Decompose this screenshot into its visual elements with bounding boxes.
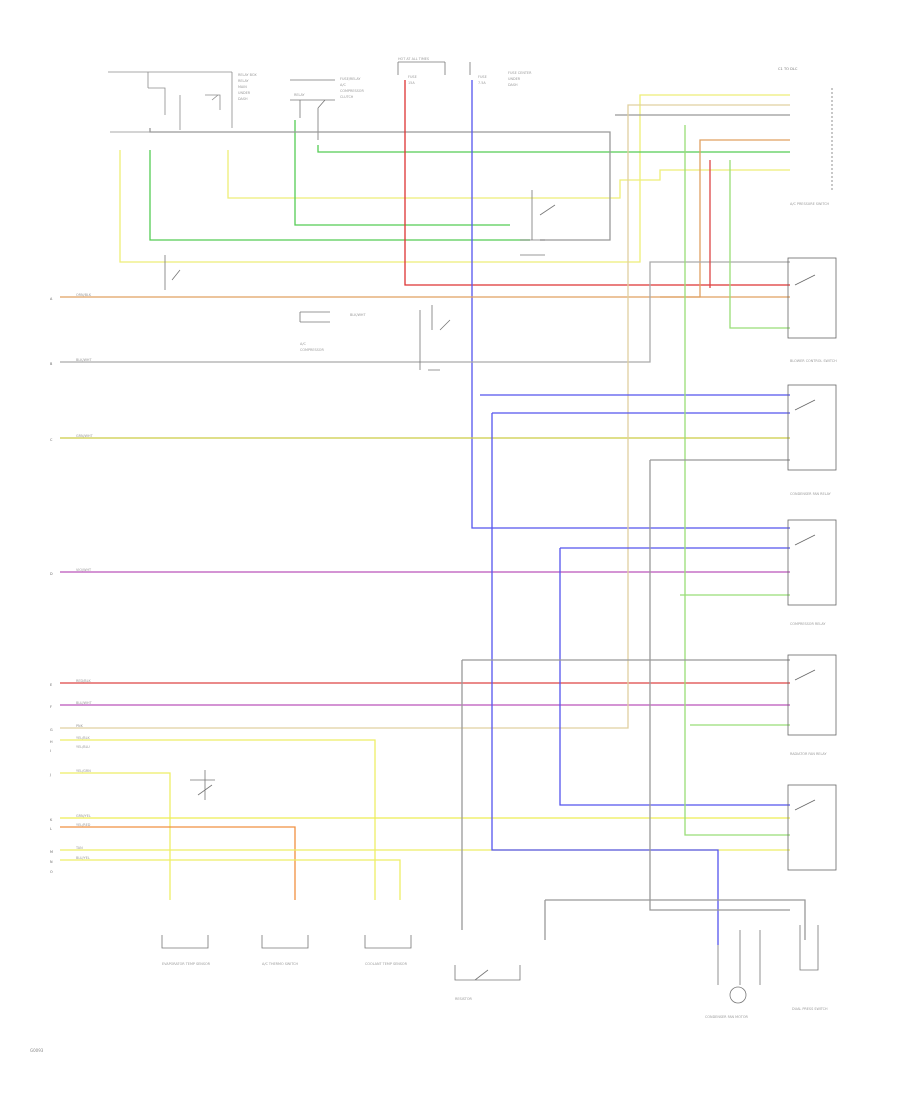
svg-text:COMPRESSOR: COMPRESSOR [300,348,324,352]
bottom-label-1: EVAPORATOR TEMP SENSOR [162,962,211,966]
bottom-label-3: COOLANT TEMP SENSOR [365,962,408,966]
switch-box-3 [787,519,837,606]
blue-wire-loop-2 [559,548,790,806]
svg-text:15A: 15A [408,81,415,85]
left-pins: A B C D E F G H I J K L M N O ORN/BLK BLK/WHT GRN/WHT VIO/… [49,293,94,874]
hot-at-all-times-label: HOT AT ALL TIMES [398,57,429,61]
svg-text:COMPRESSOR: COMPRESSOR [340,89,364,93]
svg-text:FUSE: FUSE [478,75,487,79]
yellow-wire-M [60,859,401,900]
red-wire-fuse [404,80,790,286]
bottom-label-4: RESISTOR [455,997,473,1001]
relay-block-label: RELAY BOX [238,73,257,77]
green-wire-1 [149,150,530,241]
left-pin-l: L [50,827,52,831]
blue-wire-loop [491,413,719,945]
left-pin-k: K [50,818,53,822]
left-pin-m: M [50,850,53,854]
bottom-labels: EVAPORATOR TEMP SENSOR A/C THERMO SWITCH… [162,962,828,1019]
svg-text:CLUTCH: CLUTCH [340,95,354,99]
footer-code: G0093 [30,1048,44,1053]
left-pin-h: H [50,740,53,744]
wire-label-left: PNK [76,724,84,728]
svg-text:A/C: A/C [300,342,306,346]
gray-wire-B [60,261,790,363]
svg-text:UNDER: UNDER [238,91,251,95]
bottom-label-2: A/C THERMO SWITCH [262,962,298,966]
mid-components [164,190,556,800]
wire-label-left: GRN/WHT [76,434,94,438]
gray-wire-1 [149,128,611,241]
svg-text:RELAY: RELAY [238,79,250,83]
svg-text:A/C: A/C [340,83,346,87]
blue-wire-fuse [471,80,790,529]
left-pin-a: A [50,297,53,301]
green-vertical-1 [684,125,790,836]
svg-text:BLK/WHT: BLK/WHT [350,313,366,317]
switch-label-1: A/C PRESSURE SWITCH [790,202,830,206]
gray-vertical [649,460,790,911]
svg-text:FUSE: FUSE [408,75,417,79]
wire-label-left: TAN [75,846,83,850]
orange-wire-K [60,826,296,900]
wire-label-left: GRN/YEL [76,814,91,818]
right-switches: A/C PRESSURE SWITCH BLOWER CONTROL SWITC… [787,202,837,871]
bottom-components [161,925,819,1004]
left-pin-d: D [50,572,53,576]
left-pin-g: G [50,728,53,732]
left-pin-e: E [50,683,52,687]
yellow-wire-2 [227,150,790,199]
fuse-relay-label: FUSE/RELAY [340,77,361,81]
switch-box-1 [787,257,837,339]
wire-label-left: BLK/WHT [76,358,92,362]
wire-label-left: BLU/YEL [76,856,90,860]
wire-label-left: YEL/BLK [76,736,90,740]
switch-box-2 [787,384,837,471]
orange-wire-A [60,139,790,298]
tan-wire-G [60,104,790,729]
svg-text:DASH: DASH [238,97,248,101]
fuse-relay: RELAY FUSE/RELAY A/C COMPRESSOR CLUTCH [290,77,364,140]
switch-label-5: RADIATOR FAN RELAY [790,752,827,756]
svg-text:7.5A: 7.5A [478,81,486,85]
left-pin-f: F [50,705,52,709]
svg-text:MAIN: MAIN [238,85,247,89]
left-pin-j: J [49,773,51,777]
wire-label-left: RED/BLK [76,679,91,683]
green-wire-3 [317,145,790,153]
fuse-center-label: FUSE CENTER [508,71,532,75]
switch-label-3: CONDENSER FAN RELAY [790,492,832,496]
svg-text:UNDER: UNDER [508,77,521,81]
left-pin-i: I [50,749,51,753]
switch-label-4: COMPRESSOR RELAY [790,622,826,626]
left-pin-o: O [50,870,53,874]
switch-label-2: BLOWER CONTROL SWITCH [790,359,837,363]
switch-box-4 [787,654,837,736]
yellow-wire-I [60,772,171,900]
switch-box-5 [787,784,837,871]
svg-text:RELAY: RELAY [294,93,306,97]
yellow-wire-top [119,94,790,263]
left-pin-b: B [50,362,53,366]
wire-label-left: BLU/WHT [76,701,93,705]
left-pin-n: N [50,860,53,864]
yellow-wire-H [60,739,376,900]
wire-label-left: ORN/BLK [76,293,92,297]
bottom-label-5: CONDENSER FAN MOTOR [705,1015,748,1019]
hot-fuse-header: HOT AT ALL TIMES FUSE 15A FUSE 7.5A FUSE… [397,57,532,87]
wires [60,80,806,945]
bottom-label-6: DUAL PRESS SWITCH [792,1007,828,1011]
wire-label-left: YEL/GRN [76,769,91,773]
wire-label-left: VIO/WHT [76,568,92,572]
right-connector-label: C1 TO DLC [778,67,798,71]
wire-label-left: YEL/BLU [76,745,90,749]
left-pin-c: C [50,438,53,442]
green-wire-2 [294,120,510,226]
svg-text:DASH: DASH [508,83,518,87]
wire-label-left: YEL/RED [76,823,91,827]
relay-block: RELAY BOX RELAY MAIN UNDER DASH [108,71,257,133]
